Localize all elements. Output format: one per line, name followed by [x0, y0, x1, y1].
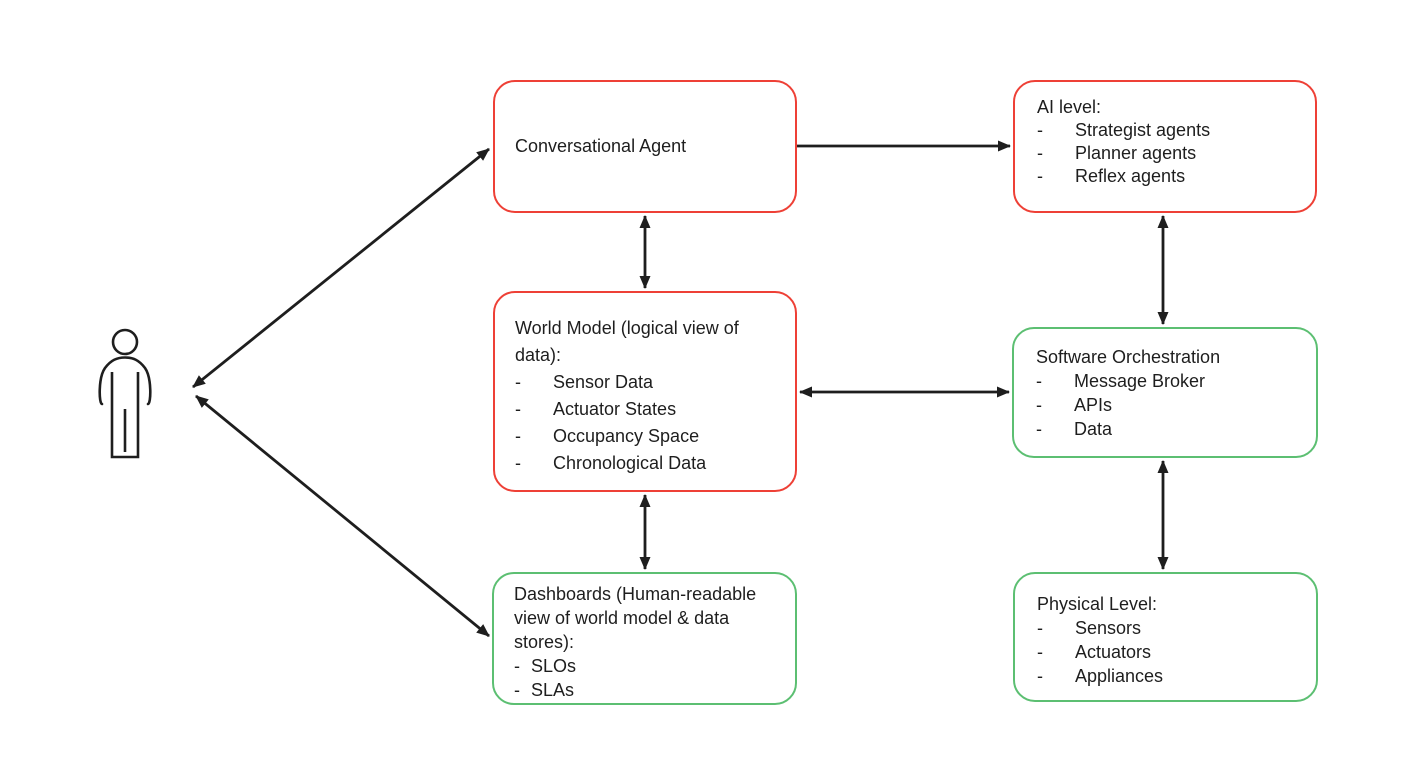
- list-item: - Data: [1036, 417, 1302, 441]
- bullet-dash: -: [1036, 419, 1042, 439]
- box-title: Physical Level:: [1037, 594, 1158, 614]
- list-item-label: Actuators: [1075, 642, 1152, 662]
- list-item: - SLAs: [514, 678, 783, 702]
- list-item-label: Actuator States: [553, 399, 677, 419]
- list-item-label: SLOs: [531, 656, 577, 676]
- box-dashboards: Dashboards (Human-readable view of world…: [492, 572, 797, 705]
- box-title: Software Orchestration: [1036, 347, 1221, 367]
- box-conversational-agent: Conversational Agent: [493, 80, 797, 213]
- list-item: - Message Broker: [1036, 369, 1302, 393]
- box-item-list: - Sensors - Actuators - Appliances: [1037, 616, 1302, 688]
- list-item-label: Data: [1074, 419, 1113, 439]
- list-item-label: Appliances: [1075, 666, 1164, 686]
- list-item: - Sensors: [1037, 616, 1302, 640]
- list-item: - Chronological Data: [515, 450, 781, 477]
- list-item: - Actuator States: [515, 396, 781, 423]
- list-item-label: Occupancy Space: [553, 426, 700, 446]
- bullet-dash: -: [1037, 166, 1043, 186]
- list-item-label: Planner agents: [1075, 143, 1197, 163]
- list-item-label: Sensors: [1075, 618, 1142, 638]
- box-item-list: - Message Broker - APIs - Data: [1036, 369, 1302, 441]
- bullet-dash: -: [1037, 666, 1043, 686]
- bullet-dash: -: [1037, 120, 1043, 140]
- bullet-dash: -: [1037, 618, 1043, 638]
- box-world-model: World Model (logical view of data): - Se…: [493, 291, 797, 492]
- list-item: - Strategist agents: [1037, 119, 1301, 142]
- list-item-label: Reflex agents: [1075, 166, 1186, 186]
- box-title: Conversational Agent: [515, 136, 687, 156]
- bullet-dash: -: [1036, 371, 1042, 391]
- bullet-dash: -: [1036, 395, 1042, 415]
- list-item: - Actuators: [1037, 640, 1302, 664]
- box-software-orchestration: Software Orchestration - Message Broker …: [1012, 327, 1318, 458]
- list-item: - Appliances: [1037, 664, 1302, 688]
- box-title: AI level:: [1037, 97, 1102, 117]
- person-arms: [98, 356, 152, 406]
- list-item-label: Sensor Data: [553, 372, 654, 392]
- bullet-dash: -: [514, 656, 520, 676]
- arrow-user-conversational-agent: [192, 147, 490, 389]
- bullet-dash: -: [515, 453, 521, 473]
- box-ai-level: AI level: - Strategist agents - Planner …: [1013, 80, 1317, 213]
- box-title: World Model (logical view of data):: [515, 318, 739, 365]
- list-item: - Sensor Data: [515, 369, 781, 396]
- box-physical-level: Physical Level: - Sensors - Actuators - …: [1013, 572, 1318, 702]
- bullet-dash: -: [1037, 642, 1043, 662]
- box-item-list: - Sensor Data - Actuator States - Occupa…: [515, 369, 781, 477]
- person-head: [111, 328, 139, 356]
- bullet-dash: -: [515, 426, 521, 446]
- list-item-label: Strategist agents: [1075, 120, 1211, 140]
- box-item-list: - SLOs - SLAs: [514, 654, 783, 702]
- box-item-list: - Strategist agents - Planner agents - R…: [1037, 119, 1301, 188]
- list-item: - Planner agents: [1037, 142, 1301, 165]
- list-item: - APIs: [1036, 393, 1302, 417]
- bullet-dash: -: [515, 372, 521, 392]
- list-item-label: Message Broker: [1074, 371, 1206, 391]
- box-title: Dashboards (Human-readable view of world…: [514, 584, 757, 652]
- list-item-label: SLAs: [531, 680, 575, 700]
- list-item: - SLOs: [514, 654, 783, 678]
- list-item: - Occupancy Space: [515, 423, 781, 450]
- bullet-dash: -: [514, 680, 520, 700]
- bullet-dash: -: [515, 399, 521, 419]
- bullet-dash: -: [1037, 143, 1043, 163]
- person-torso: [110, 372, 140, 459]
- arrow-user-dashboards: [195, 394, 490, 638]
- list-item: - Reflex agents: [1037, 165, 1301, 188]
- person-icon: [98, 328, 152, 459]
- list-item-label: Chronological Data: [553, 453, 707, 473]
- list-item-label: APIs: [1074, 395, 1113, 415]
